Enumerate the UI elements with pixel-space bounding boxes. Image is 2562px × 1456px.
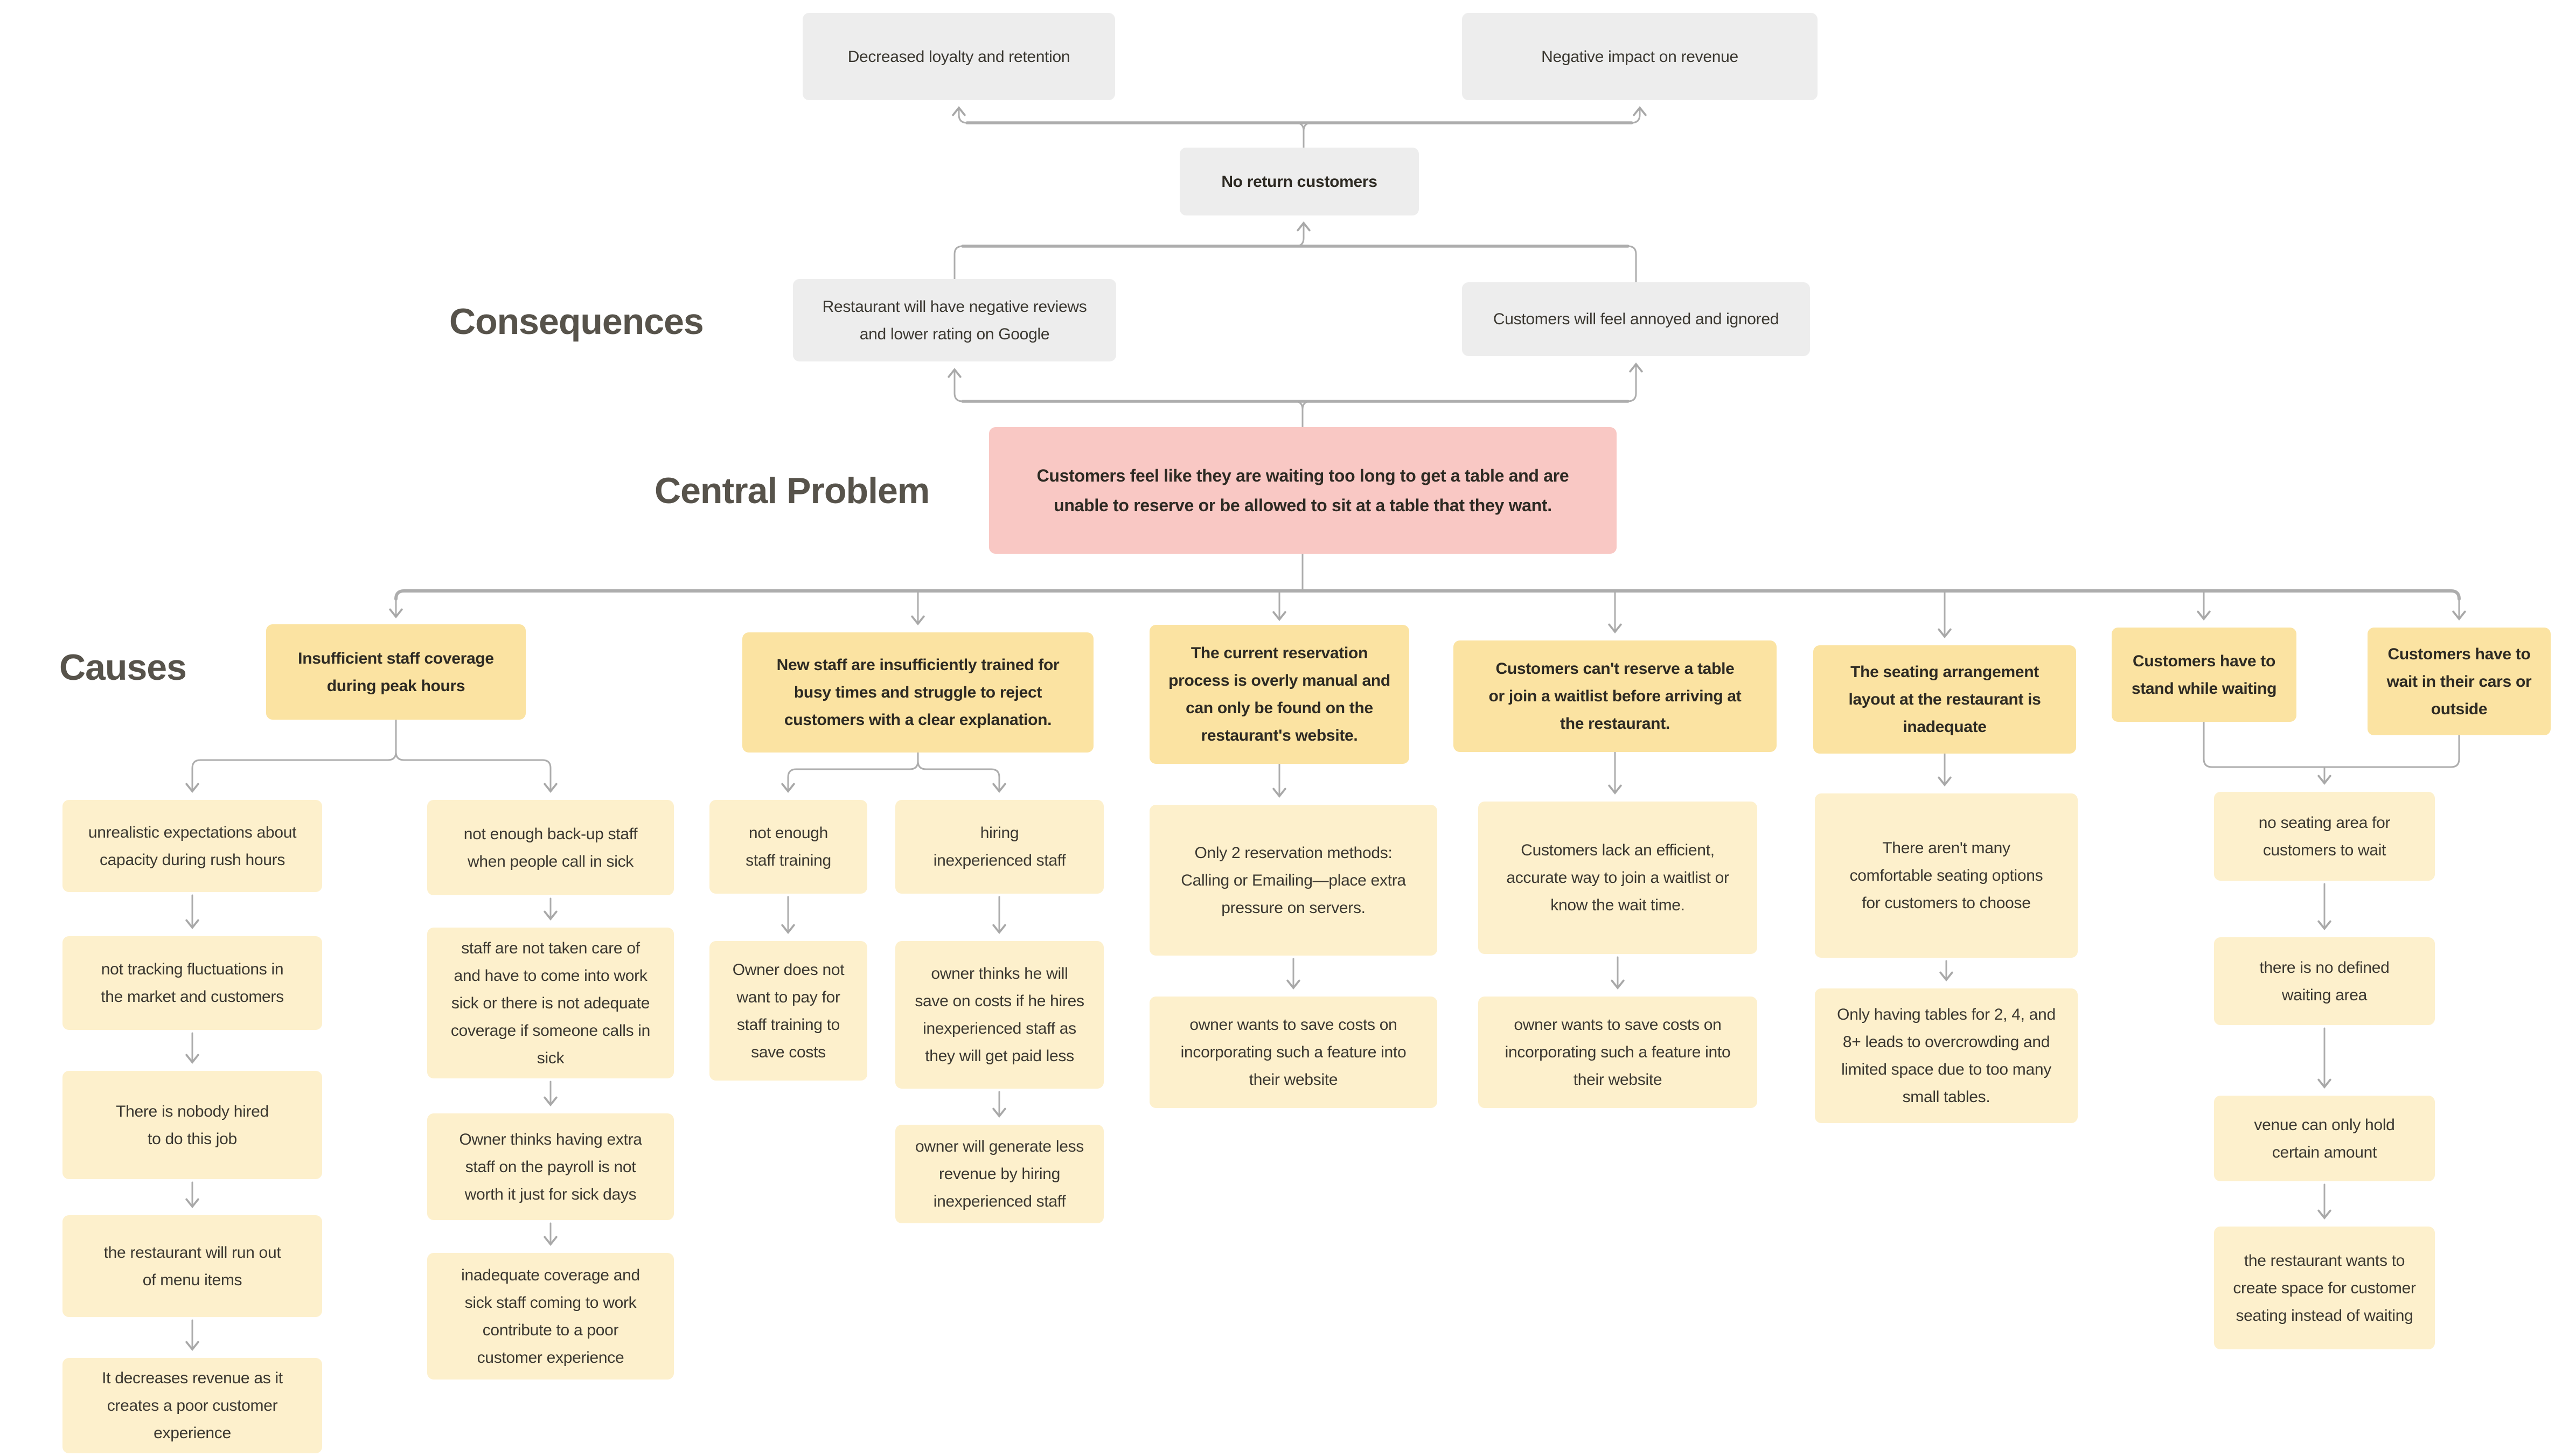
effect-box-no-return-customers[interactable]: No return customers (1180, 148, 1419, 215)
cause-box-hiring-inexperienced[interactable]: hiring inexperienced staff (895, 800, 1104, 894)
cause-header-staff-coverage[interactable]: Insufficient staff coverage during peak … (266, 624, 526, 720)
wire-h2-to-col3a (781, 760, 919, 793)
cause-header-manual-reservation[interactable]: The current reservation process is overl… (1150, 625, 1409, 764)
cause-box-less-revenue-inexperienced[interactable]: owner will generate less revenue by hiri… (895, 1125, 1104, 1223)
cause-box-inadequate-coverage[interactable]: inadequate coverage and sick staff comin… (427, 1253, 674, 1380)
cause-header-staff-training[interactable]: New staff are insufficiently trained for… (742, 632, 1094, 753)
section-heading-consequences[interactable]: Consequences (449, 301, 704, 342)
cause-box-save-costs-website-2[interactable]: owner wants to save costs on incorporati… (1478, 997, 1757, 1108)
consequence-box-negative-reviews[interactable]: Restaurant will have negative reviews an… (793, 279, 1116, 361)
effect-box-decreased-loyalty[interactable]: Decreased loyalty and retention (803, 13, 1115, 100)
cause-box-nobody-hired[interactable]: There is nobody hired to do this job (62, 1071, 322, 1179)
cause-box-save-costs-website-1[interactable]: owner wants to save costs on incorporati… (1150, 997, 1437, 1108)
wire-fan-bar (394, 589, 2461, 601)
cause-box-unrealistic-expectations[interactable]: unrealistic expectations about capacity … (62, 800, 322, 892)
cause-box-save-costs-inexperienced[interactable]: owner thinks he will save on costs if he… (895, 941, 1104, 1089)
wire-noreturn-to-revenue (1303, 106, 1647, 132)
cause-box-run-out-of-menu[interactable]: the restaurant will run out of menu item… (62, 1215, 322, 1317)
effect-box-negative-revenue[interactable]: Negative impact on revenue (1462, 13, 1818, 100)
wire-noreturn-to-loyalty (952, 106, 1305, 132)
cause-box-not-tracking-fluctuations[interactable]: not tracking fluctuations in the market … (62, 936, 322, 1030)
consequence-box-annoyed-ignored[interactable]: Customers will feel annoyed and ignored (1462, 282, 1810, 356)
wire-h6-merge (2203, 721, 2326, 768)
wire-reviews-to-noreturn (953, 221, 1311, 280)
cause-box-staff-not-taken-care[interactable]: staff are not taken care of and have to … (427, 928, 674, 1078)
cause-box-tables-overcrowding[interactable]: Only having tables for 2, 4, and 8+ lead… (1815, 988, 2078, 1123)
cause-box-not-enough-training[interactable]: not enough staff training (709, 800, 867, 894)
cause-box-no-seating-area[interactable]: no seating area for customers to wait (2214, 792, 2435, 881)
cause-header-wait-in-cars[interactable]: Customers have to wait in their cars or … (2368, 628, 2551, 735)
cause-box-two-reservation-methods[interactable]: Only 2 reservation methods: Calling or E… (1150, 805, 1437, 956)
wire-h7-merge (2323, 734, 2460, 768)
cause-header-no-waitlist[interactable]: Customers can't reserve a table or join … (1453, 640, 1777, 752)
cause-box-no-backup-staff[interactable]: not enough back-up staff when people cal… (427, 800, 674, 895)
cause-box-decreases-revenue[interactable]: It decreases revenue as it creates a poo… (62, 1358, 322, 1453)
cause-header-stand-while-waiting[interactable]: Customers have to stand while waiting (2112, 628, 2296, 722)
central-problem-box[interactable]: Customers feel like they are waiting too… (989, 427, 1617, 554)
section-heading-central-problem[interactable]: Central Problem (655, 470, 930, 511)
wire-annoyed-to-noreturn (1303, 245, 1637, 283)
cause-box-few-seating-options[interactable]: There aren't many comfortable seating op… (1815, 793, 2078, 958)
cause-box-payroll-not-worth[interactable]: Owner thinks having extra staff on the p… (427, 1113, 674, 1220)
cause-box-wont-pay-training[interactable]: Owner does not want to pay for staff tra… (709, 941, 867, 1081)
cause-box-lack-efficient-waitlist[interactable]: Customers lack an efficient, accurate wa… (1478, 802, 1757, 954)
cause-header-seating-layout[interactable]: The seating arrangement layout at the re… (1813, 645, 2076, 754)
cause-box-venue-capacity[interactable]: venue can only hold certain amount (2214, 1096, 2435, 1181)
cause-box-space-for-seating[interactable]: the restaurant wants to create space for… (2214, 1227, 2435, 1349)
wire-h1-to-col2 (395, 751, 558, 793)
wire-h2-to-col3b (917, 760, 1006, 793)
cause-box-no-defined-waiting-area[interactable]: there is no defined waiting area (2214, 937, 2435, 1025)
wire-h1-to-col1 (185, 751, 397, 793)
section-heading-causes[interactable]: Causes (59, 647, 187, 688)
wire-central-to-reviews (948, 367, 1304, 410)
